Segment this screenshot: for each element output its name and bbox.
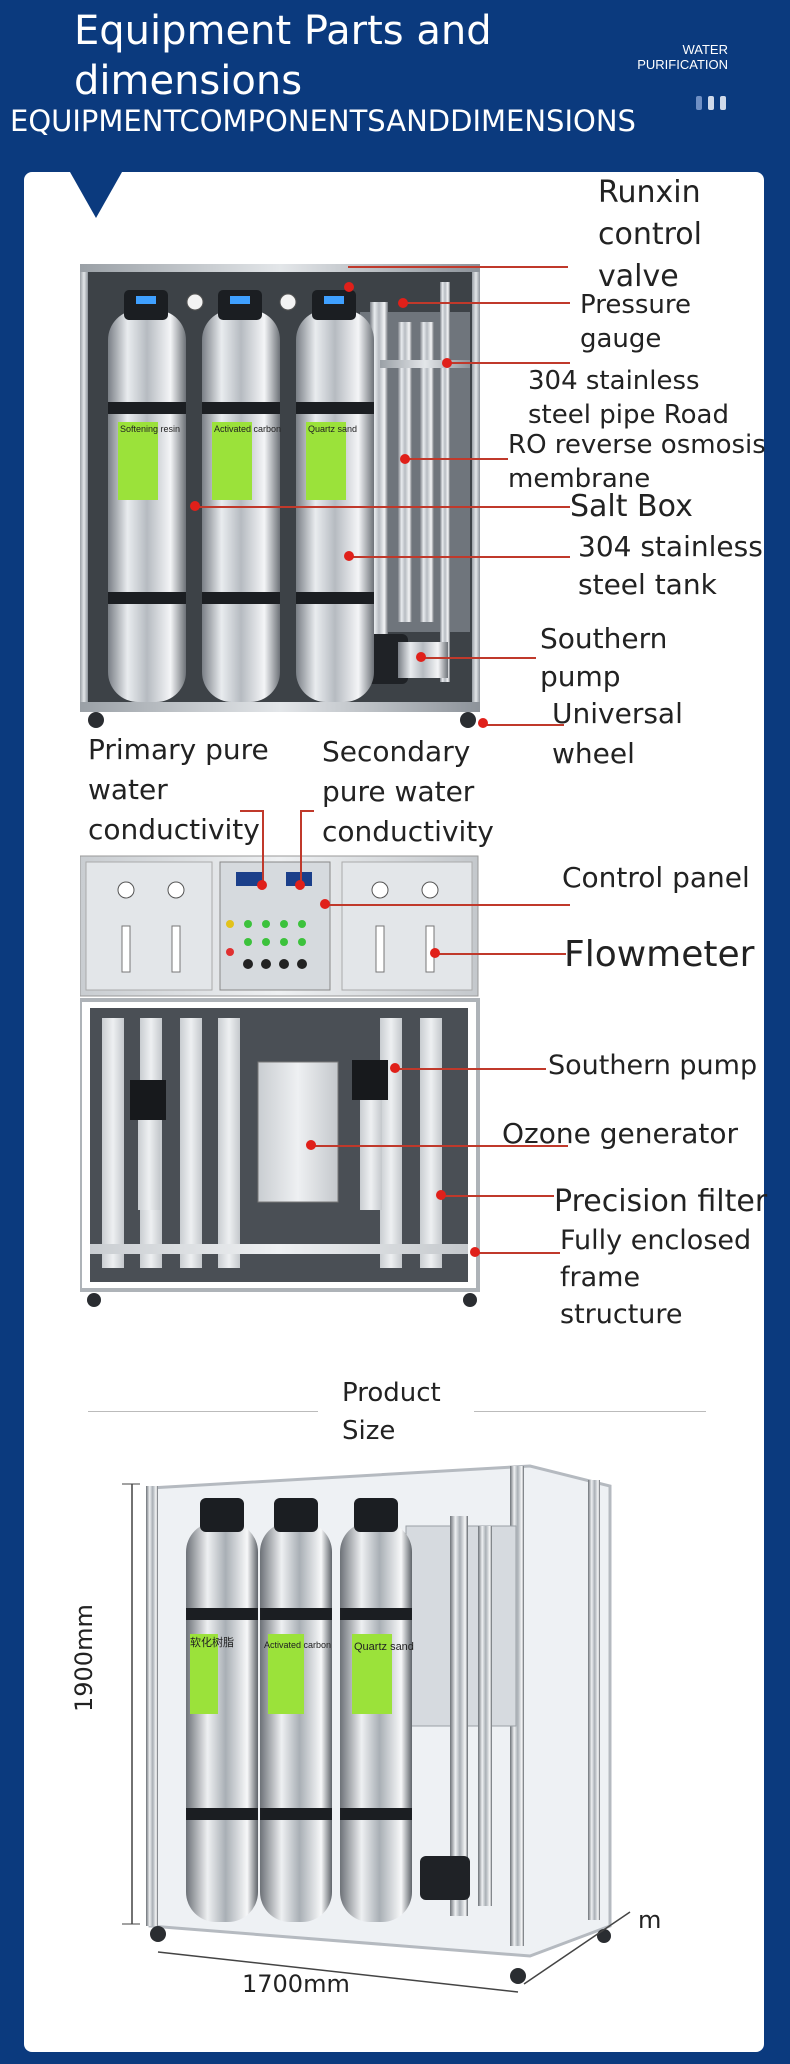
brand-text: WATER PURIFICATION bbox=[637, 42, 728, 72]
label-salt-box: Salt Box bbox=[570, 489, 693, 524]
point-control bbox=[320, 899, 330, 909]
tank-sticker-3a: 软化树脂 bbox=[190, 1635, 234, 1649]
leader-tank bbox=[350, 556, 570, 558]
label-southern-pump: Southern pump bbox=[540, 622, 668, 693]
leader-control bbox=[326, 904, 570, 906]
machine-size-image: 软化树脂 Activated carbon Quartz sand bbox=[122, 1464, 631, 1993]
label-pipe-road: 304 stainless steel pipe Road bbox=[528, 366, 729, 430]
depth-dimension: m bbox=[638, 1906, 662, 1934]
point-secondary bbox=[295, 880, 305, 890]
point-flow bbox=[430, 948, 440, 958]
label-universal-wheel: Universal wheel bbox=[552, 697, 683, 770]
page-subtitle: EQUIPMENTCOMPONENTSANDDIMENSIONS bbox=[10, 104, 636, 138]
leader-primary-h bbox=[240, 810, 264, 812]
header-banner: Equipment Parts and dimensions EQUIPMENT… bbox=[0, 0, 790, 172]
leader-pump bbox=[424, 657, 536, 659]
point-precision bbox=[436, 1190, 446, 1200]
label-southern-pump-2: Southern pump bbox=[548, 1050, 758, 1081]
label-ozone-generator: Ozone generator bbox=[502, 1117, 739, 1150]
label-secondary-conductivity: Secondary pure water conductivity bbox=[322, 735, 494, 848]
machine-panel-image bbox=[80, 855, 480, 1307]
leader-primary-v bbox=[262, 810, 264, 886]
leader-wheel bbox=[484, 724, 564, 726]
tank-sticker-1: Softening resin bbox=[120, 424, 180, 434]
point-runxin bbox=[344, 282, 354, 292]
leader-pressure bbox=[400, 302, 570, 304]
leader-pipe bbox=[446, 362, 570, 364]
tank-sticker-2: Activated carbon bbox=[214, 424, 281, 434]
label-primary-conductivity: Primary pure water conductivity bbox=[88, 733, 269, 846]
leader-secondary-v bbox=[300, 810, 302, 886]
point-salt bbox=[190, 501, 200, 511]
divider-left bbox=[88, 1411, 318, 1412]
point-ozone bbox=[306, 1140, 316, 1150]
point-wheel bbox=[478, 718, 488, 728]
point-pipe bbox=[442, 358, 452, 368]
decor-dots bbox=[696, 96, 732, 115]
leader-runxin bbox=[348, 266, 568, 268]
leader-salt bbox=[196, 506, 570, 508]
point-pump2 bbox=[390, 1063, 400, 1073]
divider-right bbox=[474, 1411, 706, 1412]
label-control-panel: Control panel bbox=[562, 861, 750, 894]
label-flowmeter: Flowmeter bbox=[564, 934, 755, 975]
leader-flow bbox=[436, 953, 566, 955]
height-dimension: 1900mm bbox=[70, 1604, 98, 1712]
leader-pump2 bbox=[396, 1068, 546, 1070]
point-tank bbox=[344, 551, 354, 561]
leader-precision bbox=[442, 1195, 554, 1197]
leader-ro bbox=[404, 458, 508, 460]
point-primary bbox=[257, 880, 267, 890]
label-ro-membrane: RO reverse osmosis membrane bbox=[508, 430, 766, 494]
page-title: Equipment Parts and dimensions bbox=[74, 8, 492, 104]
point-pump bbox=[416, 652, 426, 662]
leader-frame bbox=[476, 1252, 560, 1254]
point-ro bbox=[400, 454, 410, 464]
label-steel-tank: 304 stainless steel tank bbox=[578, 530, 763, 601]
product-size-title: Product Size bbox=[342, 1378, 441, 1446]
tank-sticker-3: Quartz sand bbox=[308, 424, 357, 434]
point-pressure bbox=[398, 298, 408, 308]
label-frame-structure: Fully enclosed frame structure bbox=[560, 1225, 752, 1330]
card-notch bbox=[70, 172, 122, 218]
point-frame bbox=[470, 1247, 480, 1257]
label-pressure-gauge: Pressure gauge bbox=[580, 290, 692, 354]
tank-sticker-3b: Activated carbon bbox=[264, 1640, 331, 1650]
tank-sticker-3c: Quartz sand bbox=[354, 1641, 414, 1653]
label-precision-filter: Precision filter bbox=[554, 1184, 768, 1219]
label-runxin-valve: Runxin control valve bbox=[598, 175, 702, 294]
leader-secondary-h bbox=[300, 810, 314, 812]
machine-front-image: Softening resin Activated carbon Quartz … bbox=[80, 264, 480, 728]
leader-ozone bbox=[312, 1145, 568, 1147]
width-dimension: 1700mm bbox=[242, 1970, 350, 1998]
